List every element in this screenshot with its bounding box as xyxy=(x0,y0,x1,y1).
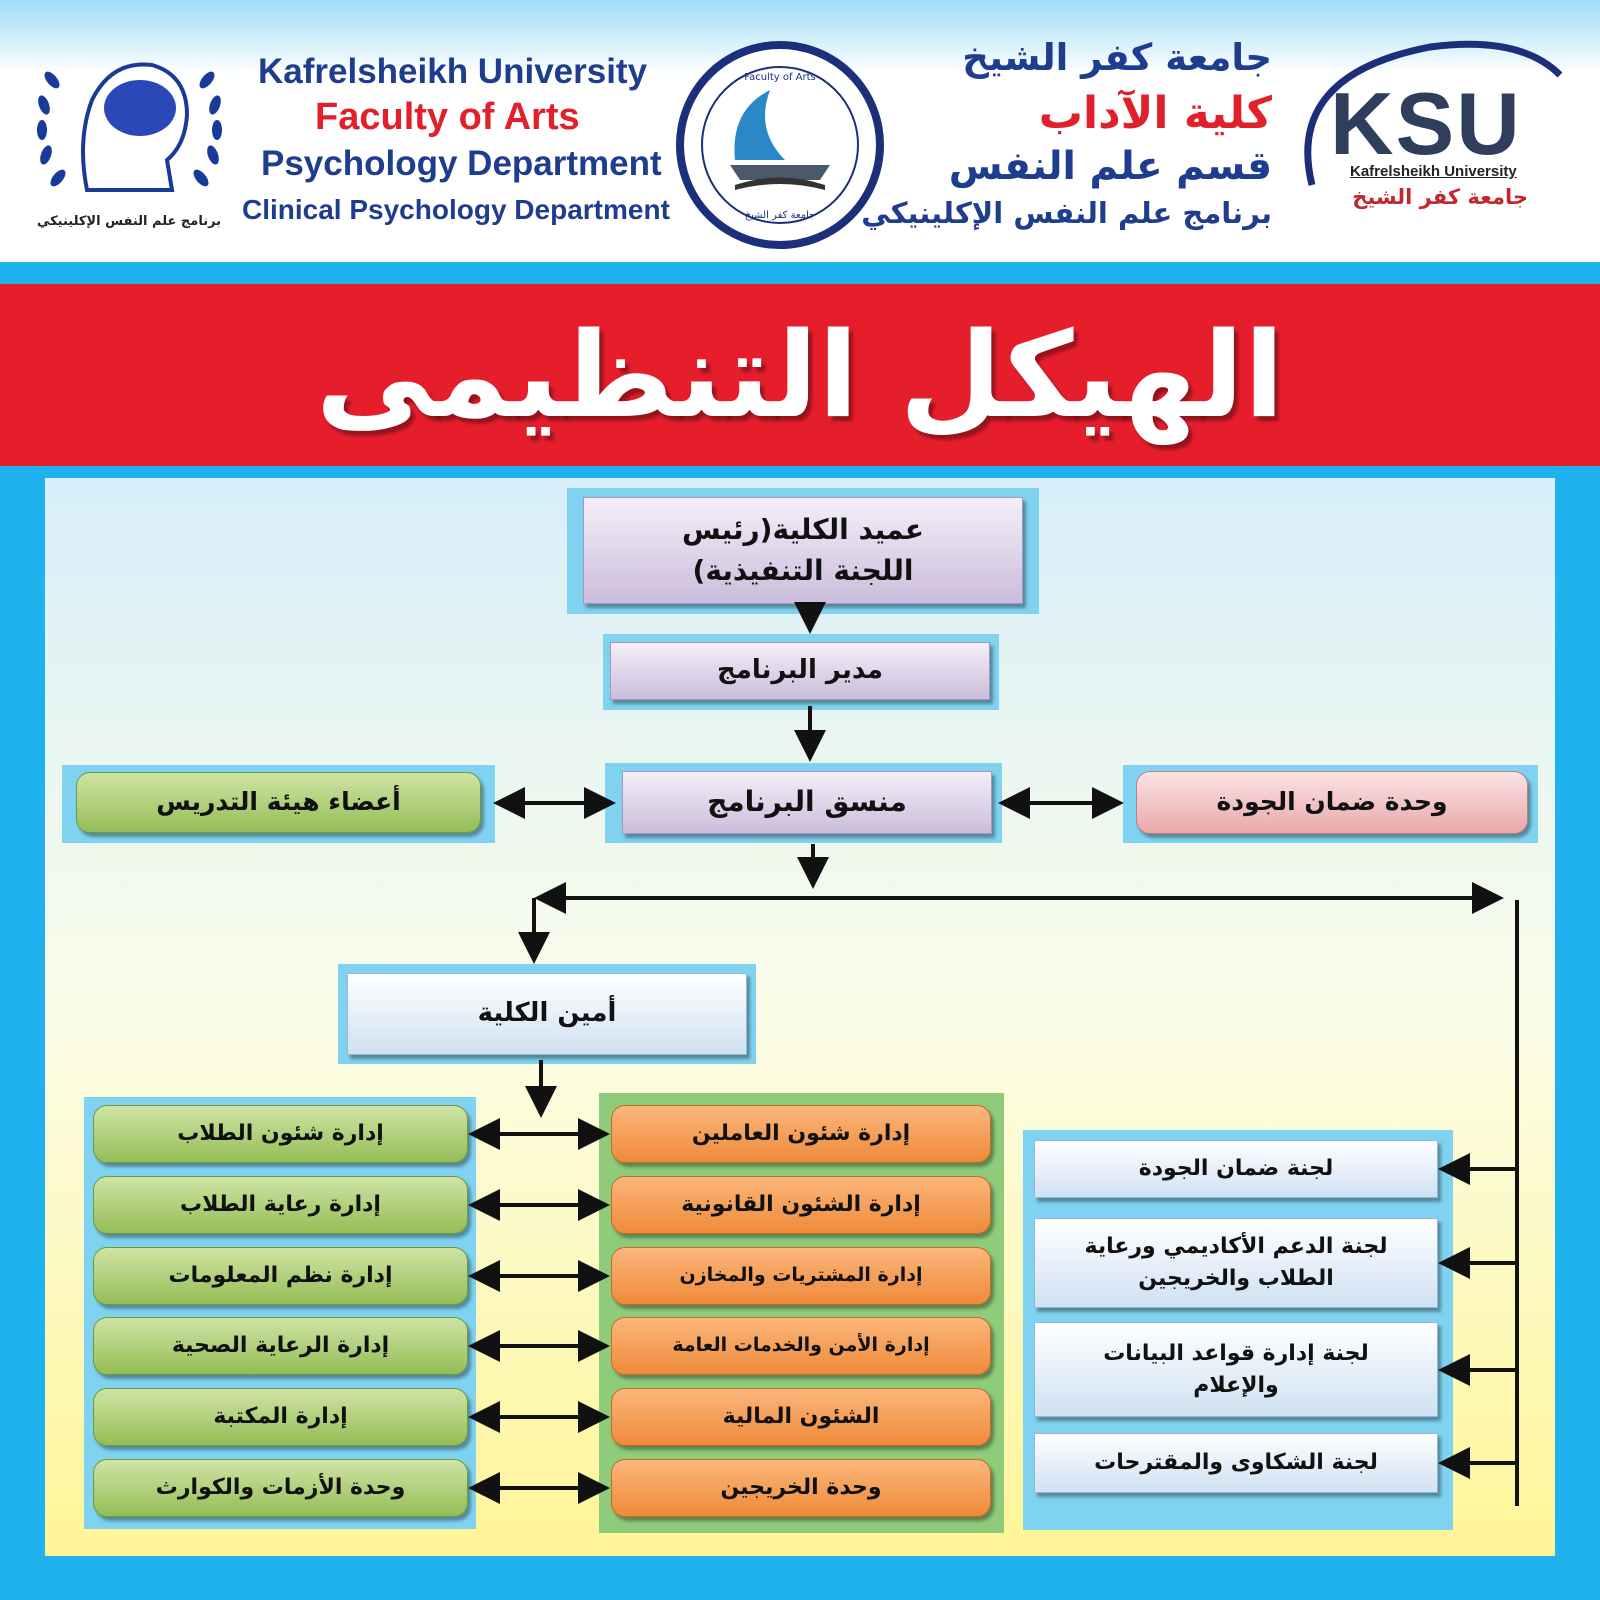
ar-faculty-name: كلية الآداب xyxy=(1038,88,1272,139)
secretary-box: أمين الكلية xyxy=(347,973,747,1055)
ar-program-name: برنامج علم النفس الإكلينيكي xyxy=(861,196,1272,230)
green-dept-box: إدارة شئون الطلاب xyxy=(93,1105,468,1163)
orange-dept-box: إدارة الأمن والخدمات العامة xyxy=(611,1317,991,1375)
green-depts-frame xyxy=(84,1097,476,1529)
coordinator-box: منسق البرنامج xyxy=(622,771,992,834)
director-box: مدير البرنامج xyxy=(610,642,990,700)
ksu-subtitle-en: Kafrelsheikh University xyxy=(1350,163,1517,180)
en-program-name: Clinical Psychology Department xyxy=(242,194,670,225)
committee-box: لجنة ضمان الجودة xyxy=(1034,1140,1438,1198)
svg-text:جامعة كفر الشيخ: جامعة كفر الشيخ xyxy=(745,210,816,221)
ksu-swoosh-icon xyxy=(1304,40,1563,186)
orange-dept-box: إدارة شئون العاملين xyxy=(611,1105,991,1163)
en-university-name: Kafrelsheikh University xyxy=(258,52,648,91)
title-band: الهيكل التنظيمى xyxy=(0,284,1600,466)
ksu-logo: KSU Kafrelsheikh University جامعة كفر ال… xyxy=(1290,35,1575,235)
brain-head-icon: برنامج علم النفس الإكلينيكي xyxy=(37,62,222,229)
ksu-letters: KSU xyxy=(1330,74,1522,173)
quality-unit-box: وحدة ضمان الجودة xyxy=(1136,771,1528,834)
ar-university-name: جامعة كفر الشيخ xyxy=(962,36,1272,79)
committee-box: لجنة إدارة قواعد البيانات والإعلام xyxy=(1034,1322,1438,1417)
green-dept-box: إدارة رعاية الطلاب xyxy=(93,1176,468,1234)
green-dept-box: إدارة الرعاية الصحية xyxy=(93,1317,468,1375)
committee-box: لجنة الدعم الأكاديمي ورعاية الطلاب والخر… xyxy=(1034,1218,1438,1308)
svg-text:Faculty of Arts: Faculty of Arts xyxy=(744,72,816,83)
header: برنامج علم النفس الإكلينيكي Kafrelsheikh… xyxy=(0,0,1600,262)
ship-book-seal-icon: Faculty of Arts جامعة كفر الشيخ xyxy=(676,41,884,249)
orange-dept-box: إدارة المشتريات والمخازن xyxy=(611,1247,991,1305)
green-dept-box: إدارة المكتبة xyxy=(93,1388,468,1446)
orange-dept-box: الشئون المالية xyxy=(611,1388,991,1446)
green-dept-box: إدارة نظم المعلومات xyxy=(93,1247,468,1305)
faculty-seal: Faculty of Arts جامعة كفر الشيخ xyxy=(675,40,885,250)
committee-box: لجنة الشكاوى والمقترحات xyxy=(1034,1433,1438,1493)
page-title: الهيكل التنظيمى xyxy=(315,306,1285,444)
svg-text:برنامج علم النفس الإكلينيكي: برنامج علم النفس الإكلينيكي xyxy=(37,214,221,229)
en-faculty-name: Faculty of Arts xyxy=(315,96,580,138)
orange-dept-box: إدارة الشئون القانونية xyxy=(611,1176,991,1234)
faculty-members-box: أعضاء هيئة التدريس xyxy=(76,772,481,833)
dean-box: عميد الكلية(رئيس اللجنة التنفيذية) xyxy=(583,497,1023,604)
psychology-program-logo: برنامج علم النفس الإكلينيكي xyxy=(22,20,237,245)
ksu-subtitle-ar: جامعة كفر الشيخ xyxy=(1352,185,1528,209)
en-department-name: Psychology Department xyxy=(261,144,662,183)
orange-dept-box: وحدة الخريجين xyxy=(611,1459,991,1517)
ar-department-name: قسم علم النفس xyxy=(948,144,1272,189)
green-dept-box: وحدة الأزمات والكوارث xyxy=(93,1459,468,1517)
